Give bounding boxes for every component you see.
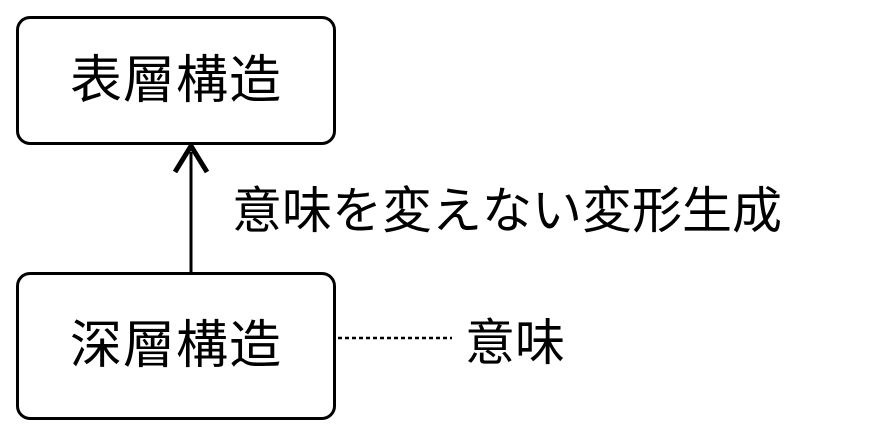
surface-structure-box: 表層構造 [16,16,336,145]
deep-structure-box: 深層構造 [16,272,336,420]
meaning-label: 意味 [465,314,565,372]
surface-structure-label: 表層構造 [69,50,282,111]
deep-structure-label: 深層構造 [69,316,282,376]
transformation-label: 意味を変えない変形生成 [232,182,782,240]
transformation-arrowhead [172,141,210,174]
